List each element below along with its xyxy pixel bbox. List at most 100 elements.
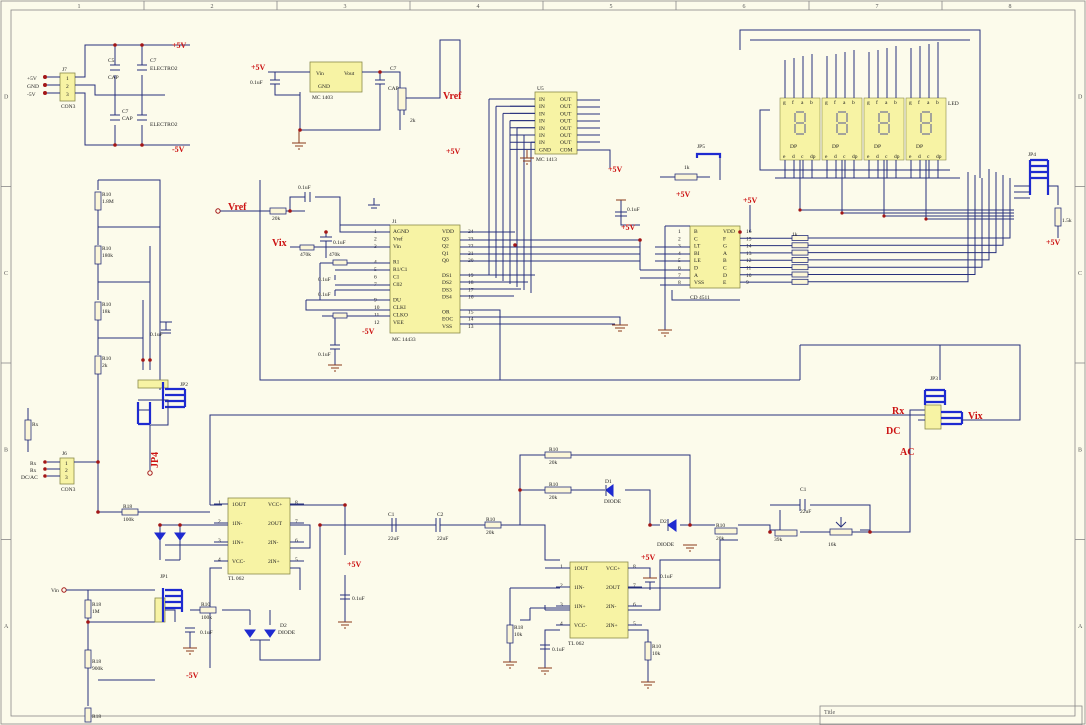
rail-n5v-label: -5V	[172, 145, 185, 154]
segment-pin-top: b	[852, 100, 855, 106]
mc14433-pin-left: CLKO	[393, 313, 408, 319]
segment-pin-top: b	[936, 100, 939, 106]
j7-signal-n5v: -5V	[27, 92, 36, 98]
c7b-ref: C7	[122, 109, 129, 115]
segment-pin-bottom: dp	[852, 154, 858, 160]
segment-pin-bottom: c	[927, 154, 930, 160]
r-bottom	[84, 707, 92, 723]
u5-pin-right: OUT	[560, 111, 572, 117]
cd4511-pin-right: A	[723, 251, 727, 257]
mc14433-pin-right: DS1	[442, 273, 452, 279]
mc1403-ref: MC 1403	[312, 95, 333, 101]
tl062-left-body	[227, 497, 291, 575]
r-10k-a-value: 10k	[514, 632, 523, 638]
mc14433-pin-left: C1	[393, 275, 400, 281]
jp5-supply: +5V	[676, 190, 691, 199]
c1-value: 22uF	[388, 536, 399, 542]
mc14433-pin-num: 23	[468, 236, 474, 242]
c7c-value: ELECTRO2	[150, 122, 178, 128]
r-1k5-value: 1.5k	[1062, 218, 1072, 224]
c7-ref: C7	[150, 58, 157, 64]
segment-pin-top: f	[792, 99, 794, 106]
junction	[113, 43, 117, 47]
r-2k-ref: R10	[102, 356, 111, 362]
u5-bus-line	[509, 120, 535, 284]
junction	[324, 230, 328, 234]
frame-row-label: B	[4, 447, 8, 453]
junction	[158, 523, 162, 527]
u5-bus-line	[516, 127, 535, 287]
frame-row-label: A	[4, 624, 9, 630]
c-osc1-value: 0.1uF	[318, 277, 331, 283]
mc14433-pin-right: OR	[442, 309, 450, 315]
segment-pin-bottom: e	[909, 154, 912, 160]
r-39k-value: 39k	[774, 537, 783, 543]
mc1403-c7-value: CAP	[388, 86, 399, 92]
mc14433-pin-left: AGND	[393, 229, 409, 235]
opamp-pin-num: 6	[633, 602, 636, 608]
r-16k-value: 16k	[828, 542, 837, 548]
mc14433-pin-num: 16	[468, 295, 474, 301]
junction	[288, 209, 292, 213]
segment-pin-top: g	[867, 100, 870, 106]
j7-body	[59, 72, 76, 102]
r-10k-a-ref: R18	[514, 625, 523, 631]
r-39k	[774, 529, 798, 537]
junction	[96, 510, 100, 514]
segment-line	[808, 178, 983, 268]
j7-ref: J7	[62, 67, 67, 73]
junction	[882, 214, 886, 218]
j7-terminal	[43, 91, 47, 95]
segment-line	[808, 172, 997, 254]
mc14433-pin-num: 17	[468, 287, 474, 293]
j7-name: CON3	[61, 104, 76, 110]
junction	[141, 358, 145, 362]
seven-segment-digit	[863, 97, 905, 161]
opamp-pin-left: 1IN-	[232, 521, 243, 527]
j7-pin-1: 1	[66, 76, 69, 82]
j6-signal-rx2: Rx	[30, 468, 37, 474]
frame-col-label: 4	[477, 4, 480, 10]
seg-res-value: 1k	[792, 232, 798, 238]
mc1403-vout: Vout	[344, 71, 355, 77]
cd4511-pin-right: E	[723, 280, 727, 286]
d1-type: DIODE	[604, 499, 622, 505]
mc14433-body	[389, 224, 461, 334]
segment-resistor	[791, 264, 809, 271]
r-20k-mid-ref: R10	[549, 482, 558, 488]
jp3-header	[924, 404, 942, 430]
segment-line	[808, 178, 1011, 239]
u5-bus-line	[530, 141, 535, 293]
mc14433-pin-left: VEE	[393, 320, 404, 326]
mc1403-vin: Vin	[316, 71, 324, 77]
junction	[148, 358, 152, 362]
r-1k5	[1054, 207, 1062, 227]
cd4511-pin-num: 9	[746, 280, 749, 286]
opamp-pin-num: 3	[218, 538, 221, 544]
r-18m-value: 1.8M	[102, 199, 114, 205]
junction	[738, 230, 742, 234]
frame-row-label: D	[1078, 94, 1083, 100]
mc14433-pin-num: 6	[374, 275, 377, 281]
u5-pin-left: IN	[539, 97, 545, 103]
r-20k-c-ref: R10	[486, 517, 495, 523]
c-osc2-value: 0.1uF	[318, 292, 331, 298]
junction	[840, 211, 844, 215]
c-ref-value: 0.1uF	[298, 185, 311, 191]
mc14433-pin-num: 10	[374, 305, 380, 311]
segment-pin-bottom: e	[867, 154, 870, 160]
segment-pin-top: b	[894, 100, 897, 106]
net-vref: Vref	[228, 202, 247, 213]
j7-signal-p5v: +5V	[27, 76, 37, 82]
opamp-pin-left: 1IN-	[574, 585, 585, 591]
r-470k-in-value: 470k	[300, 252, 311, 258]
vref-potentiometer	[397, 87, 407, 111]
segment-resistor	[791, 242, 809, 249]
cd4511-pin-right: F	[723, 236, 726, 242]
tl062-left-supply: +5V	[347, 560, 362, 569]
opamp-pin-num: 7	[633, 583, 636, 589]
